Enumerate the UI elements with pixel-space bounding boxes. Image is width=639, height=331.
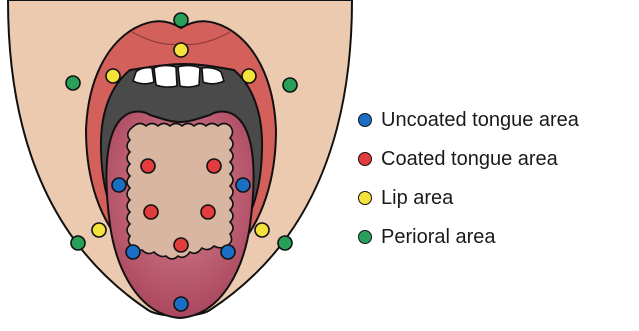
lip-point <box>242 69 256 83</box>
legend-item-uncoated: Uncoated tongue area <box>358 107 579 133</box>
lip-point <box>92 223 106 237</box>
red-dot-icon <box>358 152 372 166</box>
uncoated-point <box>174 297 188 311</box>
uncoated-point <box>112 178 126 192</box>
yellow-dot-icon <box>358 191 372 205</box>
coated-point <box>141 159 155 173</box>
legend-item-coated: Coated tongue area <box>358 146 558 172</box>
blue-dot-icon <box>358 113 372 127</box>
legend-label: Coated tongue area <box>381 148 558 171</box>
legend-label: Lip area <box>381 187 453 210</box>
perioral-point <box>283 78 297 92</box>
lip-point <box>106 69 120 83</box>
coated-point <box>207 159 221 173</box>
lip-point <box>255 223 269 237</box>
coated-point <box>144 205 158 219</box>
legend-label: Perioral area <box>381 226 496 249</box>
legend-item-lip: Lip area <box>358 185 453 211</box>
coated-point <box>174 238 188 252</box>
uncoated-point <box>221 245 235 259</box>
lip-point <box>174 43 188 57</box>
uncoated-point <box>236 178 250 192</box>
uncoated-point <box>126 245 140 259</box>
legend-item-perioral: Perioral area <box>358 224 496 250</box>
coated-point <box>201 205 215 219</box>
legend-label: Uncoated tongue area <box>381 109 579 132</box>
perioral-point <box>174 13 188 27</box>
perioral-point <box>71 236 85 250</box>
green-dot-icon <box>358 230 372 244</box>
perioral-point <box>66 76 80 90</box>
perioral-point <box>278 236 292 250</box>
